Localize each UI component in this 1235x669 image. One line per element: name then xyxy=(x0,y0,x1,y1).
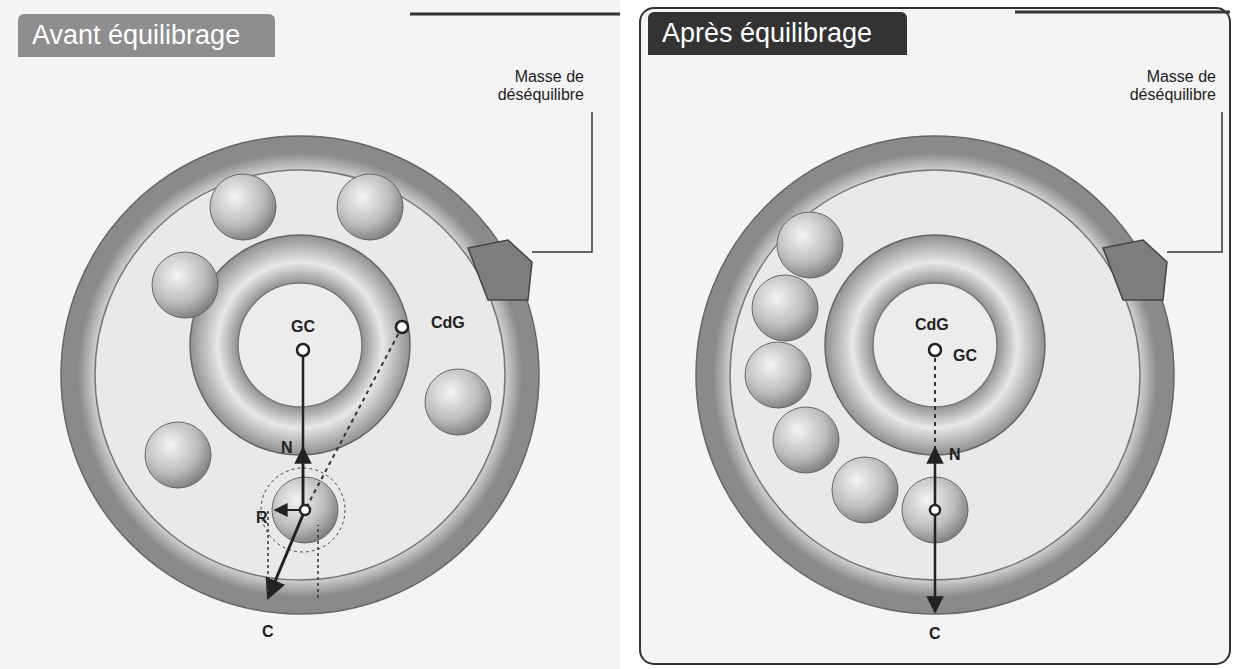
unbalance-mass xyxy=(468,240,532,300)
panel-title: Avant équilibrage xyxy=(18,14,275,57)
panel-rule xyxy=(410,13,620,16)
point-label: N xyxy=(949,446,961,464)
leader-line xyxy=(532,112,592,252)
point-label: GC xyxy=(953,347,977,365)
point-label: C xyxy=(929,625,941,643)
part-label: Masse de déséquilibre xyxy=(474,68,584,105)
point-label: N xyxy=(281,439,293,457)
point-label: R xyxy=(256,509,268,527)
point-label: CdG xyxy=(915,316,949,334)
bearing-left xyxy=(61,112,592,614)
panel-tab: Après équilibrage xyxy=(648,12,907,55)
panel-rule xyxy=(1015,11,1230,14)
point-label: GC xyxy=(291,318,315,336)
panel-tab: Avant équilibrage xyxy=(18,14,275,57)
leader-line xyxy=(1167,112,1222,252)
panel-title: Après équilibrage xyxy=(648,12,907,55)
point-label: CdG xyxy=(431,314,465,332)
unbalance-mass xyxy=(1103,240,1167,300)
bearing-right xyxy=(696,112,1222,614)
point-label: C xyxy=(262,623,274,641)
panel-border xyxy=(640,8,1230,664)
panel-ground xyxy=(0,0,620,669)
part-label: Masse de déséquilibre xyxy=(1106,68,1216,105)
